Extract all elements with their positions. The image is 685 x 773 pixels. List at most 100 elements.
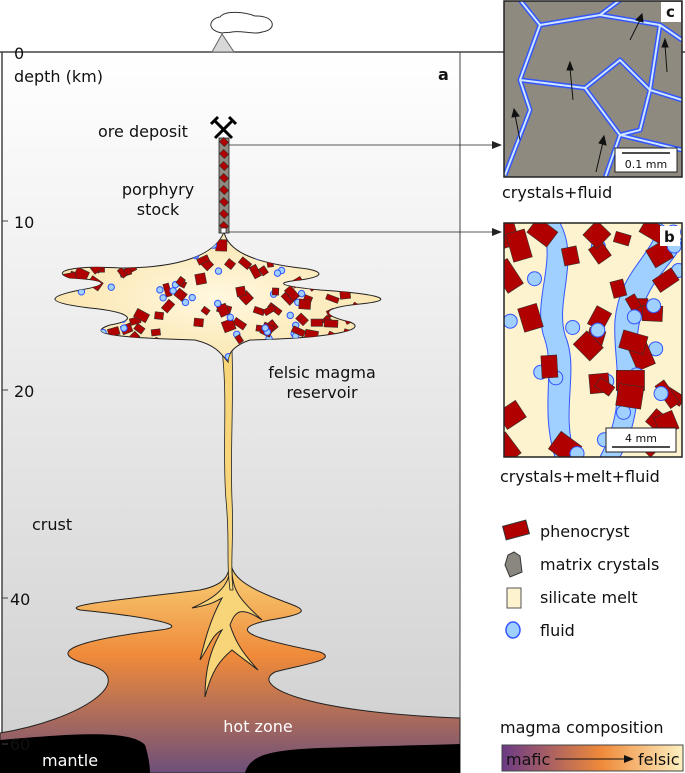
panel-b-border <box>503 222 683 458</box>
phenocryst <box>504 257 524 294</box>
fluid-bubble <box>213 299 222 308</box>
magma-conduit <box>221 349 234 591</box>
phenocryst <box>290 325 307 338</box>
fluid-flow-arrows <box>511 12 669 173</box>
phenocryst <box>582 223 612 249</box>
fluid-icon <box>505 621 521 639</box>
label-mantle: mantle <box>42 751 98 770</box>
phenocryst <box>193 317 204 328</box>
phenocryst <box>262 304 276 317</box>
phenocryst <box>283 285 300 302</box>
phenocryst <box>232 317 248 331</box>
phenocryst <box>540 354 559 379</box>
legend-matrix-crystals: matrix crystals <box>540 555 659 574</box>
felsic-dike-network <box>191 569 263 698</box>
silicate-melt-icon <box>506 587 522 609</box>
panel-letter-b: b <box>664 228 675 246</box>
panel-letter-a: a <box>438 65 449 84</box>
phenocryst <box>235 285 247 298</box>
caption-c: crystals+fluid <box>502 183 612 202</box>
phenocryst <box>218 196 230 208</box>
fluid-bubble <box>273 269 282 277</box>
label-reservoir: reservoir <box>286 383 358 402</box>
grain-boundaries <box>504 1 682 177</box>
fluid-bubble <box>181 298 190 307</box>
phenocryst <box>234 334 245 345</box>
matrix-crystals-icon <box>504 551 523 578</box>
legend-silicate-melt: silicate melt <box>540 588 638 607</box>
phenocryst <box>310 318 323 327</box>
caption-b: crystals+melt+fluid <box>500 467 660 486</box>
panel-letter-c-bg <box>661 2 681 22</box>
label-stock: stock <box>137 200 180 219</box>
phenocryst <box>218 184 230 196</box>
phenocryst <box>218 136 230 148</box>
fluid-bubble <box>214 267 223 275</box>
scale-box-c <box>614 147 678 173</box>
fluid-bubble <box>569 446 585 457</box>
phenocryst <box>237 256 253 271</box>
fluid-bubble <box>653 386 669 402</box>
phenocryst <box>505 228 533 263</box>
mantle-right <box>245 744 460 773</box>
ore-deposit-hammers-icon <box>209 115 238 140</box>
phenocryst <box>224 258 237 270</box>
phenocryst <box>615 383 645 410</box>
panel-b: 4 mm b crystals+melt+fluid <box>500 222 683 486</box>
phenocryst <box>196 254 211 266</box>
scale-label-b: 4 mm <box>625 432 657 445</box>
fluid-bubble <box>297 289 306 298</box>
fluid-bubble <box>188 293 196 302</box>
arrow-head-c <box>492 141 502 149</box>
phenocryst <box>504 399 527 430</box>
phenocryst <box>218 160 230 172</box>
label-porphyry: porphyry <box>122 180 194 199</box>
panel-c-border <box>503 0 683 178</box>
sample-box-b <box>220 227 227 234</box>
fluid-bubble <box>169 287 177 295</box>
fluid-bubble <box>159 294 167 302</box>
phenocryst <box>154 311 165 320</box>
phenocryst <box>271 287 280 296</box>
tick-60: 60 <box>10 735 30 754</box>
phenocryst <box>323 319 339 328</box>
phenocryst <box>160 298 176 314</box>
phenocryst <box>594 376 616 397</box>
fluid-bubble <box>527 271 543 287</box>
arrow-head-b <box>492 228 502 236</box>
composition-title: magma composition <box>500 718 664 737</box>
fluid-bubble <box>590 322 606 338</box>
tick-20: 20 <box>14 382 34 401</box>
phenocryst <box>175 275 186 287</box>
label-mafic: mafic <box>506 750 550 769</box>
label-hot-zone: hot zone <box>223 717 292 736</box>
phenocryst <box>218 208 230 220</box>
fluid-bubble <box>646 298 662 314</box>
phenocryst <box>295 312 309 327</box>
label-felsic: felsic <box>638 750 680 769</box>
fluid-bubble <box>286 311 294 320</box>
fluid-channels <box>504 223 682 457</box>
fluid-bubble <box>504 313 518 329</box>
label-ore-deposit: ore deposit <box>98 122 188 141</box>
composition-colorbar <box>501 744 684 772</box>
phenocryst <box>133 308 151 324</box>
fluid-bubble <box>156 286 164 294</box>
phenocryst <box>560 245 580 267</box>
phenocryst <box>200 305 211 316</box>
composition-arrow-head <box>624 755 634 763</box>
phenocryst <box>517 303 544 333</box>
phenocryst <box>572 330 604 362</box>
legend: phenocryst matrix crystals silicate melt… <box>500 519 684 772</box>
depth-ticks <box>2 220 8 745</box>
phenocryst <box>526 223 559 248</box>
fluid-bubble <box>565 319 581 335</box>
label-felsic-magma: felsic magma <box>268 363 376 382</box>
scale-label-c: 0.1 mm <box>625 158 667 171</box>
fluid-bubble <box>226 313 235 322</box>
scale-box-b <box>605 427 677 453</box>
phenocryst <box>298 298 312 310</box>
cloud-icon <box>210 11 273 34</box>
panel-c: 0.1 mm c crystals+fluid <box>502 0 683 202</box>
